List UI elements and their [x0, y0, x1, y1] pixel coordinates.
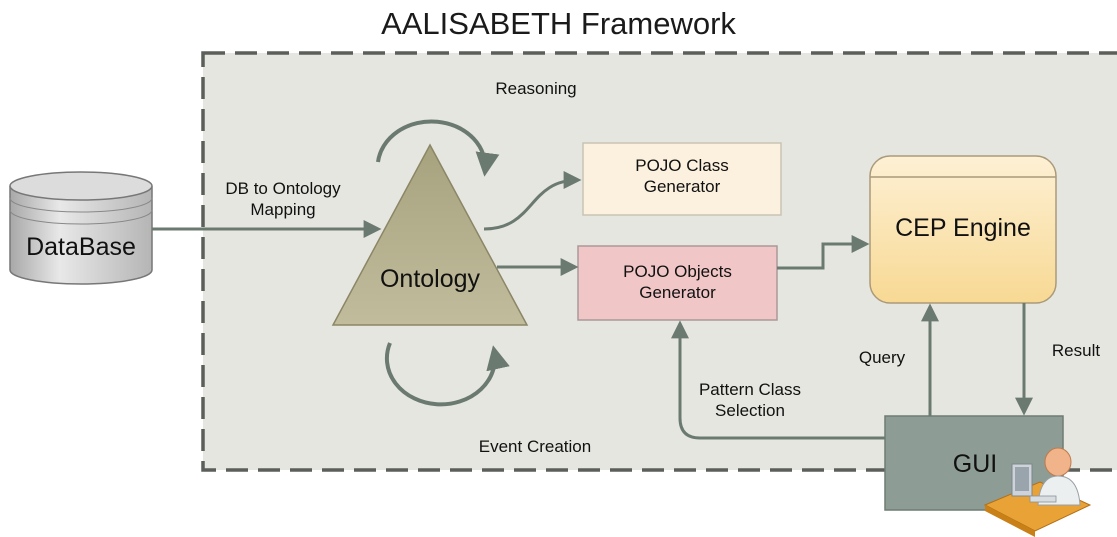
diagram-title: AALISABETH Framework — [381, 6, 736, 41]
event-creation-label: Event Creation — [478, 437, 592, 456]
db-mapping-label: DB to Ontology Mapping — [225, 179, 341, 220]
pojo-class-box — [582, 142, 782, 216]
ontology-label: Ontology — [379, 265, 481, 293]
user-at-computer-icon — [983, 447, 1092, 537]
pojo-objects-box — [577, 245, 778, 321]
reasoning-label: Reasoning — [495, 79, 577, 98]
cep-engine-box — [869, 155, 1057, 304]
cep-engine-label: CEP Engine — [895, 214, 1031, 242]
pojo-objects-label: POJO Objects Generator — [623, 262, 732, 303]
pojo-class-label: POJO Class Generator — [635, 156, 729, 197]
arrow-gui-to-pojo-objects — [671, 320, 885, 440]
event-creation-loop-arrow — [384, 342, 510, 407]
gui-label: GUI — [952, 450, 998, 478]
pattern-selection-label: Pattern Class Selection — [698, 380, 802, 421]
database-cylinder — [9, 171, 153, 285]
query-label: Query — [858, 348, 906, 367]
database-label: DataBase — [26, 233, 136, 261]
result-label: Result — [1051, 341, 1101, 360]
arrow-ontology-to-pojo-class — [483, 171, 582, 231]
arrow-pojo-objects-to-cep — [777, 235, 870, 270]
reasoning-loop-arrow — [376, 119, 500, 177]
